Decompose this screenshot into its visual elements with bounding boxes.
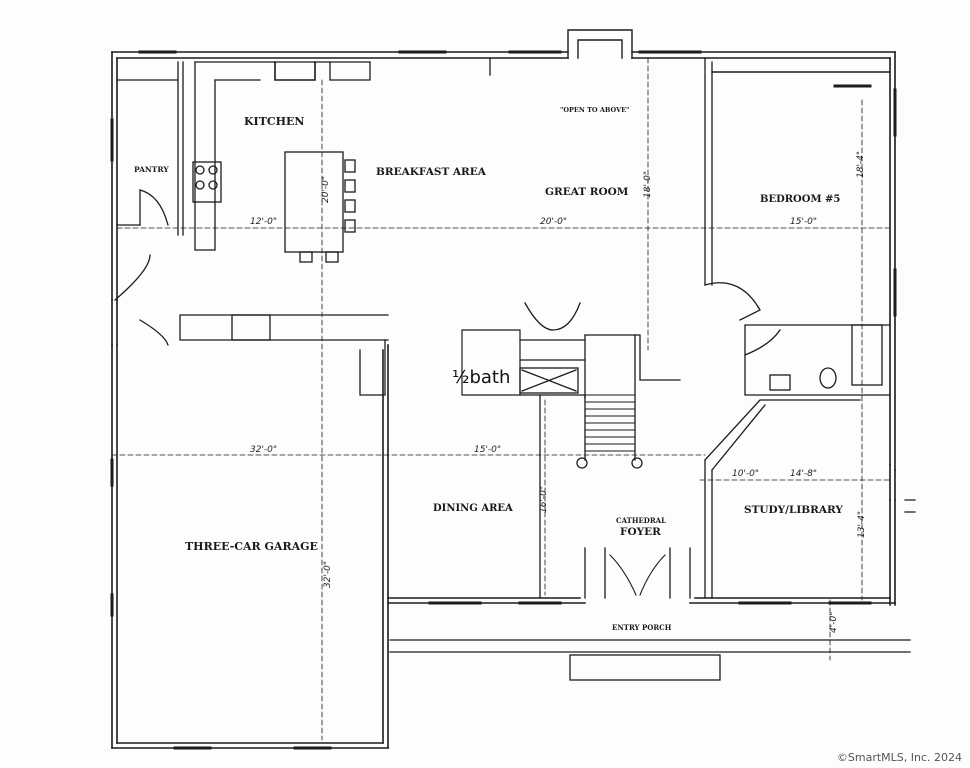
foyer-label: FOYER <box>620 526 661 538</box>
dim-garage-width: 32'-0" <box>250 445 277 455</box>
dining-area-label: DINING AREA <box>433 503 513 514</box>
dim-bedroom-depth: 18'-4" <box>856 151 866 178</box>
dim-bedroom-width: 15'-0" <box>790 217 817 227</box>
fireplace <box>567 29 633 59</box>
breakfast-area-label: BREAKFAST AREA <box>376 166 487 178</box>
dim-great-room-width: 20'-0" <box>540 217 567 227</box>
dim-island: 20'-0" <box>321 176 331 203</box>
great-room-label: GREAT ROOM <box>545 186 629 198</box>
kitchen-label: KITCHEN <box>244 115 304 128</box>
dim-study-width-b: 14'-8" <box>790 469 817 479</box>
entry-porch-label: ENTRY PORCH <box>612 623 672 632</box>
pantry-label: PANTRY <box>134 165 169 174</box>
exterior-walls <box>111 51 896 749</box>
dim-porch-depth: 4'-0" <box>829 612 839 633</box>
interior-walls <box>111 57 916 741</box>
copyright-watermark: ©SmartMLS, Inc. 2024 <box>836 751 962 764</box>
dim-dining-width: 15'-0" <box>474 445 501 455</box>
dim-study-width-a: 10'-0" <box>732 469 759 479</box>
dim-dining-depth: 16'-0" <box>539 486 549 513</box>
bedroom-label: BEDROOM #5 <box>760 194 840 205</box>
windows <box>110 50 897 750</box>
study-library-label: STUDY/LIBRARY <box>744 504 843 516</box>
cathedral-label: CATHEDRAL <box>616 516 666 525</box>
half-bath-label: ½bath <box>452 367 510 388</box>
dim-study-depth: 13'-4" <box>857 511 867 538</box>
dim-great-room-depth: 18'-0" <box>643 171 653 198</box>
dim-garage-depth: 32'-0" <box>323 561 333 588</box>
open-to-above-label: "OPEN TO ABOVE" <box>560 106 629 114</box>
garage-label: THREE-CAR GARAGE <box>185 540 318 553</box>
dim-kitchen-width: 12'-0" <box>250 217 277 227</box>
